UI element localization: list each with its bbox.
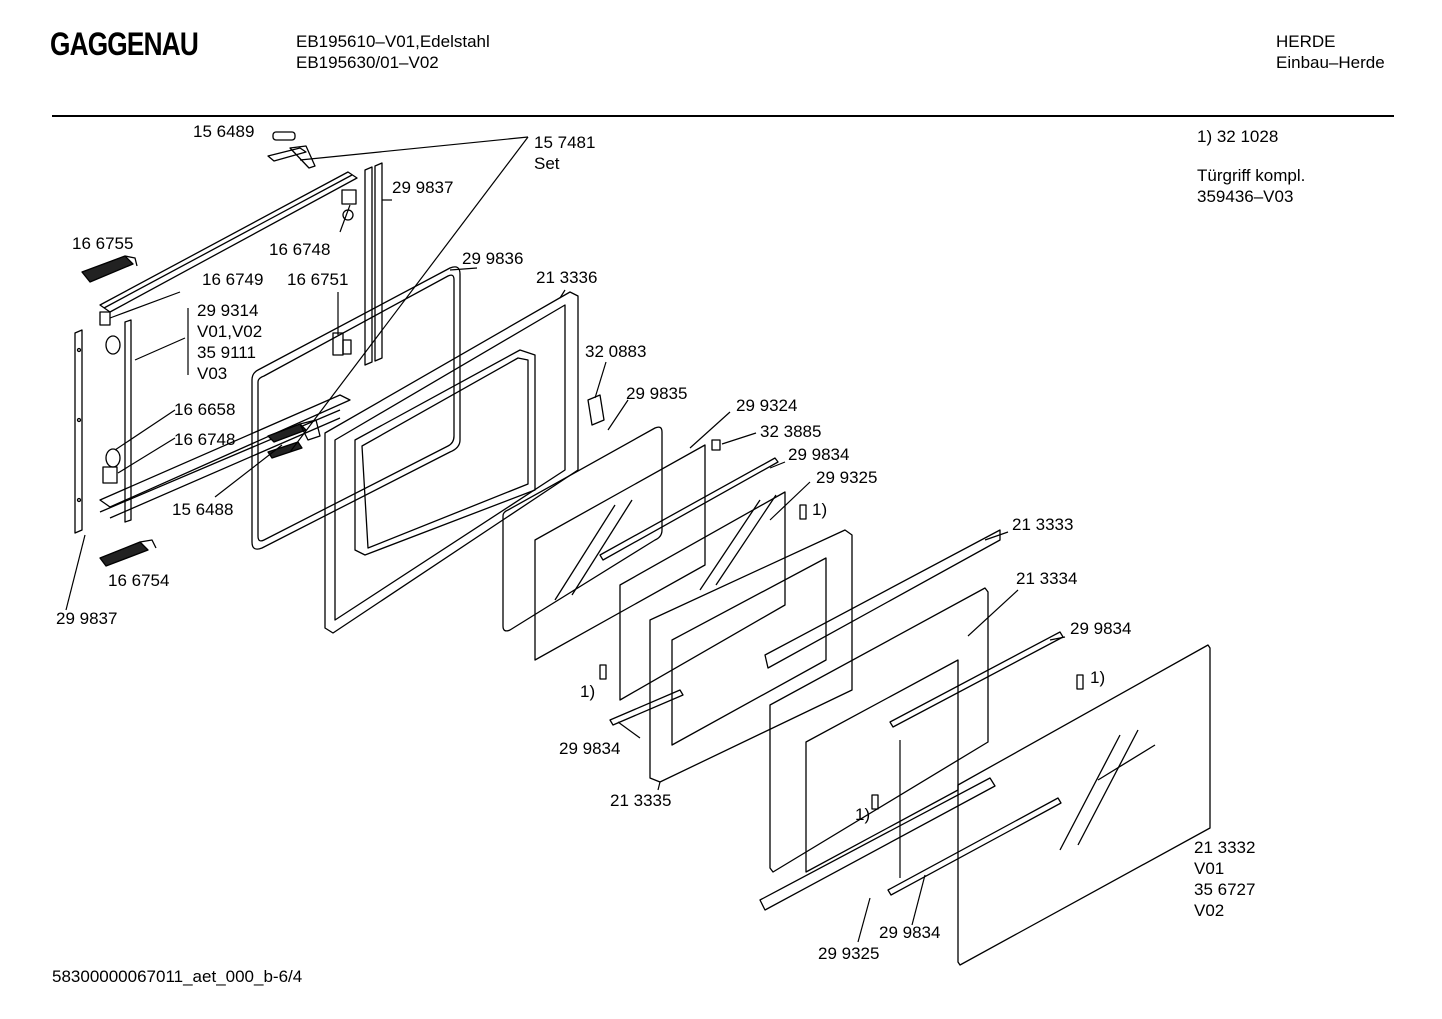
label-166751: 16 6751: [287, 270, 348, 289]
label-299835: 29 9835: [626, 384, 687, 403]
door-glass-299835: [502, 426, 706, 661]
label-299325-a: 29 9325: [816, 468, 877, 487]
door-glass-299324: [619, 491, 786, 701]
label-166749: 16 6749: [202, 270, 263, 289]
label-166658: 16 6658: [174, 400, 235, 419]
label-166748-top: 16 6748: [269, 240, 330, 259]
panel-213334: [759, 587, 996, 911]
part-labels: 15 6489 15 7481 Set 29 9837 16 6748 16 6…: [56, 122, 1255, 963]
label-299314: 29 9314: [197, 301, 258, 320]
model-line-1: EB195610–V01,Edelstahl: [296, 32, 490, 51]
label-213332: 21 3332: [1194, 838, 1255, 857]
brand-logo: GAGGENAU: [50, 26, 199, 62]
label-320883: 32 0883: [585, 342, 646, 361]
subcategory-title: Einbau–Herde: [1276, 53, 1385, 72]
strip-299834-a: [599, 457, 779, 561]
label-299324: 29 9324: [736, 396, 797, 415]
category-title: HERDE: [1276, 32, 1336, 51]
label-299836: 29 9836: [462, 249, 523, 268]
label-299834-a: 29 9834: [788, 445, 849, 464]
footnote-reference: 1) 32 1028: [1197, 127, 1279, 146]
label-299834-b: 29 9834: [1070, 619, 1131, 638]
label-299325-b: 29 9325: [818, 944, 879, 963]
label-299834-d: 29 9834: [879, 923, 940, 942]
strip-299834-d: [887, 797, 1062, 896]
hinge-part-lower: [267, 419, 321, 459]
label-footnote-3: 1): [580, 682, 595, 701]
label-323885: 32 3885: [760, 422, 821, 441]
top-rail-part: [99, 171, 358, 326]
footnote-clip-3: [1076, 674, 1084, 690]
handle-title: Türgriff kompl.: [1197, 166, 1306, 185]
leader-lines: [65, 136, 1066, 943]
clip-part-166754: [99, 539, 157, 567]
gasket-strip: [124, 319, 132, 523]
label-footnote-2: 1): [1090, 668, 1105, 687]
frame-213335: [649, 529, 1001, 783]
label-v01-v02: V01,V02: [197, 322, 262, 341]
label-166748-mid: 16 6748: [174, 430, 235, 449]
label-356727: 35 6727: [1194, 880, 1255, 899]
label-359111: 35 9111: [197, 343, 256, 362]
round-plug-parts: [102, 335, 121, 484]
left-side-strip: [74, 329, 83, 534]
footnote-clip-1: [799, 504, 807, 520]
inner-door-frame-213336: [324, 291, 579, 634]
label-footnote-4: 1): [855, 805, 870, 824]
strip-299834-b: [609, 689, 684, 726]
outer-glass-213332: [957, 644, 1211, 966]
label-299837-bottom: 29 9837: [56, 609, 117, 628]
footnote-clip-2: [599, 664, 607, 680]
label-213334: 21 3334: [1016, 569, 1077, 588]
label-213335: 21 3335: [610, 791, 671, 810]
label-v01: V01: [1194, 859, 1224, 878]
hinge-bracket-320883: [587, 394, 605, 426]
handle-reference: 359436–V03: [1197, 187, 1294, 206]
label-v02: V02: [1194, 901, 1224, 920]
label-166755: 16 6755: [72, 234, 133, 253]
clip-part-166755: [81, 255, 138, 283]
hinge-part-top: [267, 131, 316, 169]
right-side-strip: [364, 162, 383, 366]
label-v03: V03: [197, 364, 227, 383]
clip-323885: [711, 439, 721, 451]
label-166754: 16 6754: [108, 571, 169, 590]
header-divider: [52, 115, 1394, 117]
label-213333: 21 3333: [1012, 515, 1073, 534]
label-set: Set: [534, 154, 560, 173]
latch-part-166748: [341, 189, 357, 221]
label-299834-c: 29 9834: [559, 739, 620, 758]
label-299837-top: 29 9837: [392, 178, 453, 197]
footnote-clip-4: [871, 794, 879, 810]
model-line-2: EB195630/01–V02: [296, 53, 439, 72]
document-id: 58300000067011_aet_000_b-6/4: [52, 967, 303, 986]
label-213336: 21 3336: [536, 268, 597, 287]
strip-299834-c: [889, 631, 1064, 728]
label-156489: 15 6489: [193, 122, 254, 141]
label-157481: 15 7481: [534, 133, 595, 152]
label-footnote-1: 1): [812, 500, 827, 519]
label-156488: 15 6488: [172, 500, 233, 519]
